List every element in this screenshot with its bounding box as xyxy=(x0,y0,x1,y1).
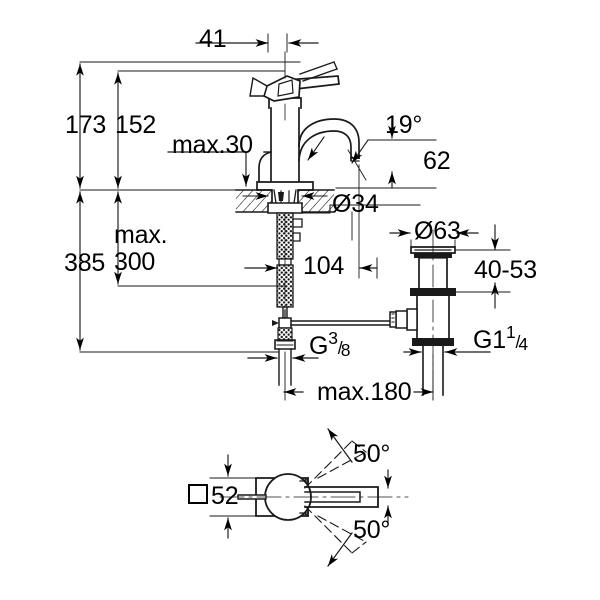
dim-waste-thread-text: G1 xyxy=(473,326,506,354)
dim-plan-base-size: 52 xyxy=(188,482,239,510)
dim-spout-to-deck: 62 xyxy=(423,147,451,175)
square-symbol-icon xyxy=(188,484,208,504)
dim-overall-height: 173 xyxy=(65,111,107,139)
supply-thread-fraction: 3/8 xyxy=(328,328,351,361)
dim-plan-base-size-value: 52 xyxy=(211,482,239,510)
dim-plan-swivel-lower: 50° xyxy=(353,516,391,544)
waste-thread-numerator: 1 xyxy=(505,322,516,343)
dim-spout-projection: 104 xyxy=(303,252,345,280)
dim-waste-reach-max: max.180 xyxy=(317,378,412,406)
waste-thread-denominator: 4 xyxy=(518,334,528,355)
dim-spout-angle: 19° xyxy=(385,111,423,139)
supply-thread-numerator: 3 xyxy=(328,328,338,349)
dim-waste-adjust-range: 40-53 xyxy=(474,256,537,284)
dim-total-height: 385 xyxy=(64,249,106,277)
dim-plan-swivel-upper: 50° xyxy=(353,440,391,468)
dim-spout-height: 152 xyxy=(115,111,157,139)
dim-supply-thread-text: G xyxy=(309,332,329,360)
dim-shank-diameter: Ø34 xyxy=(332,190,379,218)
dim-waste-flange-diameter: Ø63 xyxy=(414,217,461,245)
dim-supply-thread: G3/8 xyxy=(309,328,352,361)
dim-deck-thickness-max: max.30 xyxy=(172,131,253,159)
dim-spout-offset-top: 41 xyxy=(199,25,227,53)
dim-waste-thread: G11/4 xyxy=(473,322,530,355)
dim-supply-reach-max-line1: max. xyxy=(114,221,168,249)
waste-thread-fraction: 1/4 xyxy=(505,322,528,355)
dim-supply-reach-max-line2: 300 xyxy=(114,248,156,276)
supply-thread-denominator: 8 xyxy=(340,340,351,361)
